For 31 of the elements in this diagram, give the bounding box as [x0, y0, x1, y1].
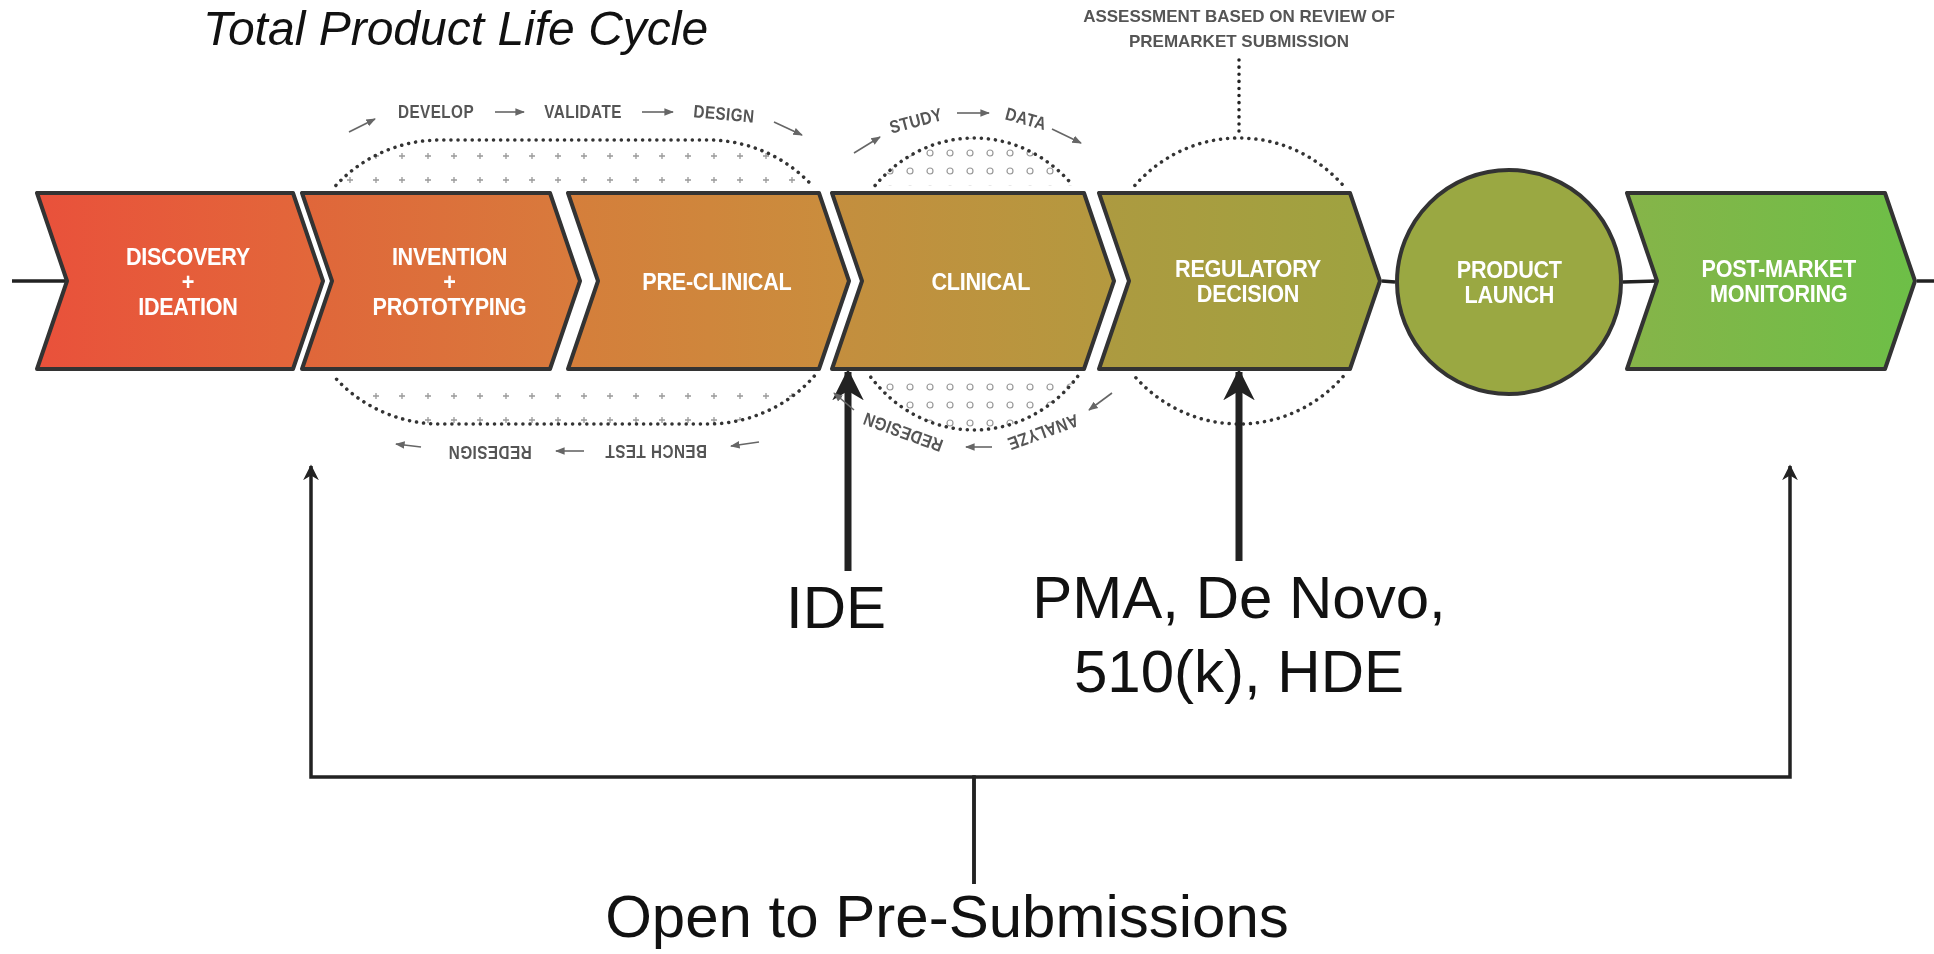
process-stage: [35, 191, 325, 371]
cycle-step-label: DESIGN: [692, 101, 756, 127]
arrow: [972, 464, 1798, 884]
stage-circle: [1395, 168, 1623, 396]
annotation-text: PMA, De Novo, 510(k), HDE: [1009, 561, 1469, 709]
stage-label: DISCOVERY + IDEATION: [126, 243, 250, 319]
cycle-step-label: DATA: [1003, 103, 1049, 135]
stage-label: REGULATORY DECISION: [1174, 256, 1321, 306]
cycle-step-label: VALIDATE: [544, 102, 622, 122]
process-stage: [1625, 191, 1917, 371]
cycle-step-label: DEVELOP: [397, 102, 475, 122]
cycle-step-label: BENCH TEST: [605, 441, 707, 461]
cycle-step-label: STUDY: [887, 104, 945, 138]
annotation-text: IDE: [776, 571, 896, 645]
connector-line: [1917, 279, 1934, 283]
process-stage: [566, 191, 851, 371]
stage-label: INVENTION + PROTOTYPING: [372, 243, 526, 319]
process-stage: [1097, 191, 1382, 371]
note-text: ASSESSMENT BASED ON REVIEW OF PREMARKET SUBMISSION: [1069, 4, 1409, 54]
stage-label: CLINICAL: [931, 268, 1031, 294]
stage-label: PRE-CLINICAL: [641, 268, 792, 294]
connector-line: [1622, 279, 1658, 284]
connector-line: [12, 279, 67, 283]
title: Total Product Life Cycle: [203, 1, 709, 57]
process-stage: [830, 191, 1116, 371]
connector-line: [1381, 279, 1396, 284]
stage-label: POST-MARKET MONITORING: [1701, 256, 1857, 306]
annotation-text: Open to Pre-Submissions: [557, 884, 1337, 950]
cycle-step-label: REDESIGN: [448, 442, 532, 462]
stage-label: PRODUCT LAUNCH: [1456, 257, 1562, 307]
process-stage: [300, 191, 582, 371]
